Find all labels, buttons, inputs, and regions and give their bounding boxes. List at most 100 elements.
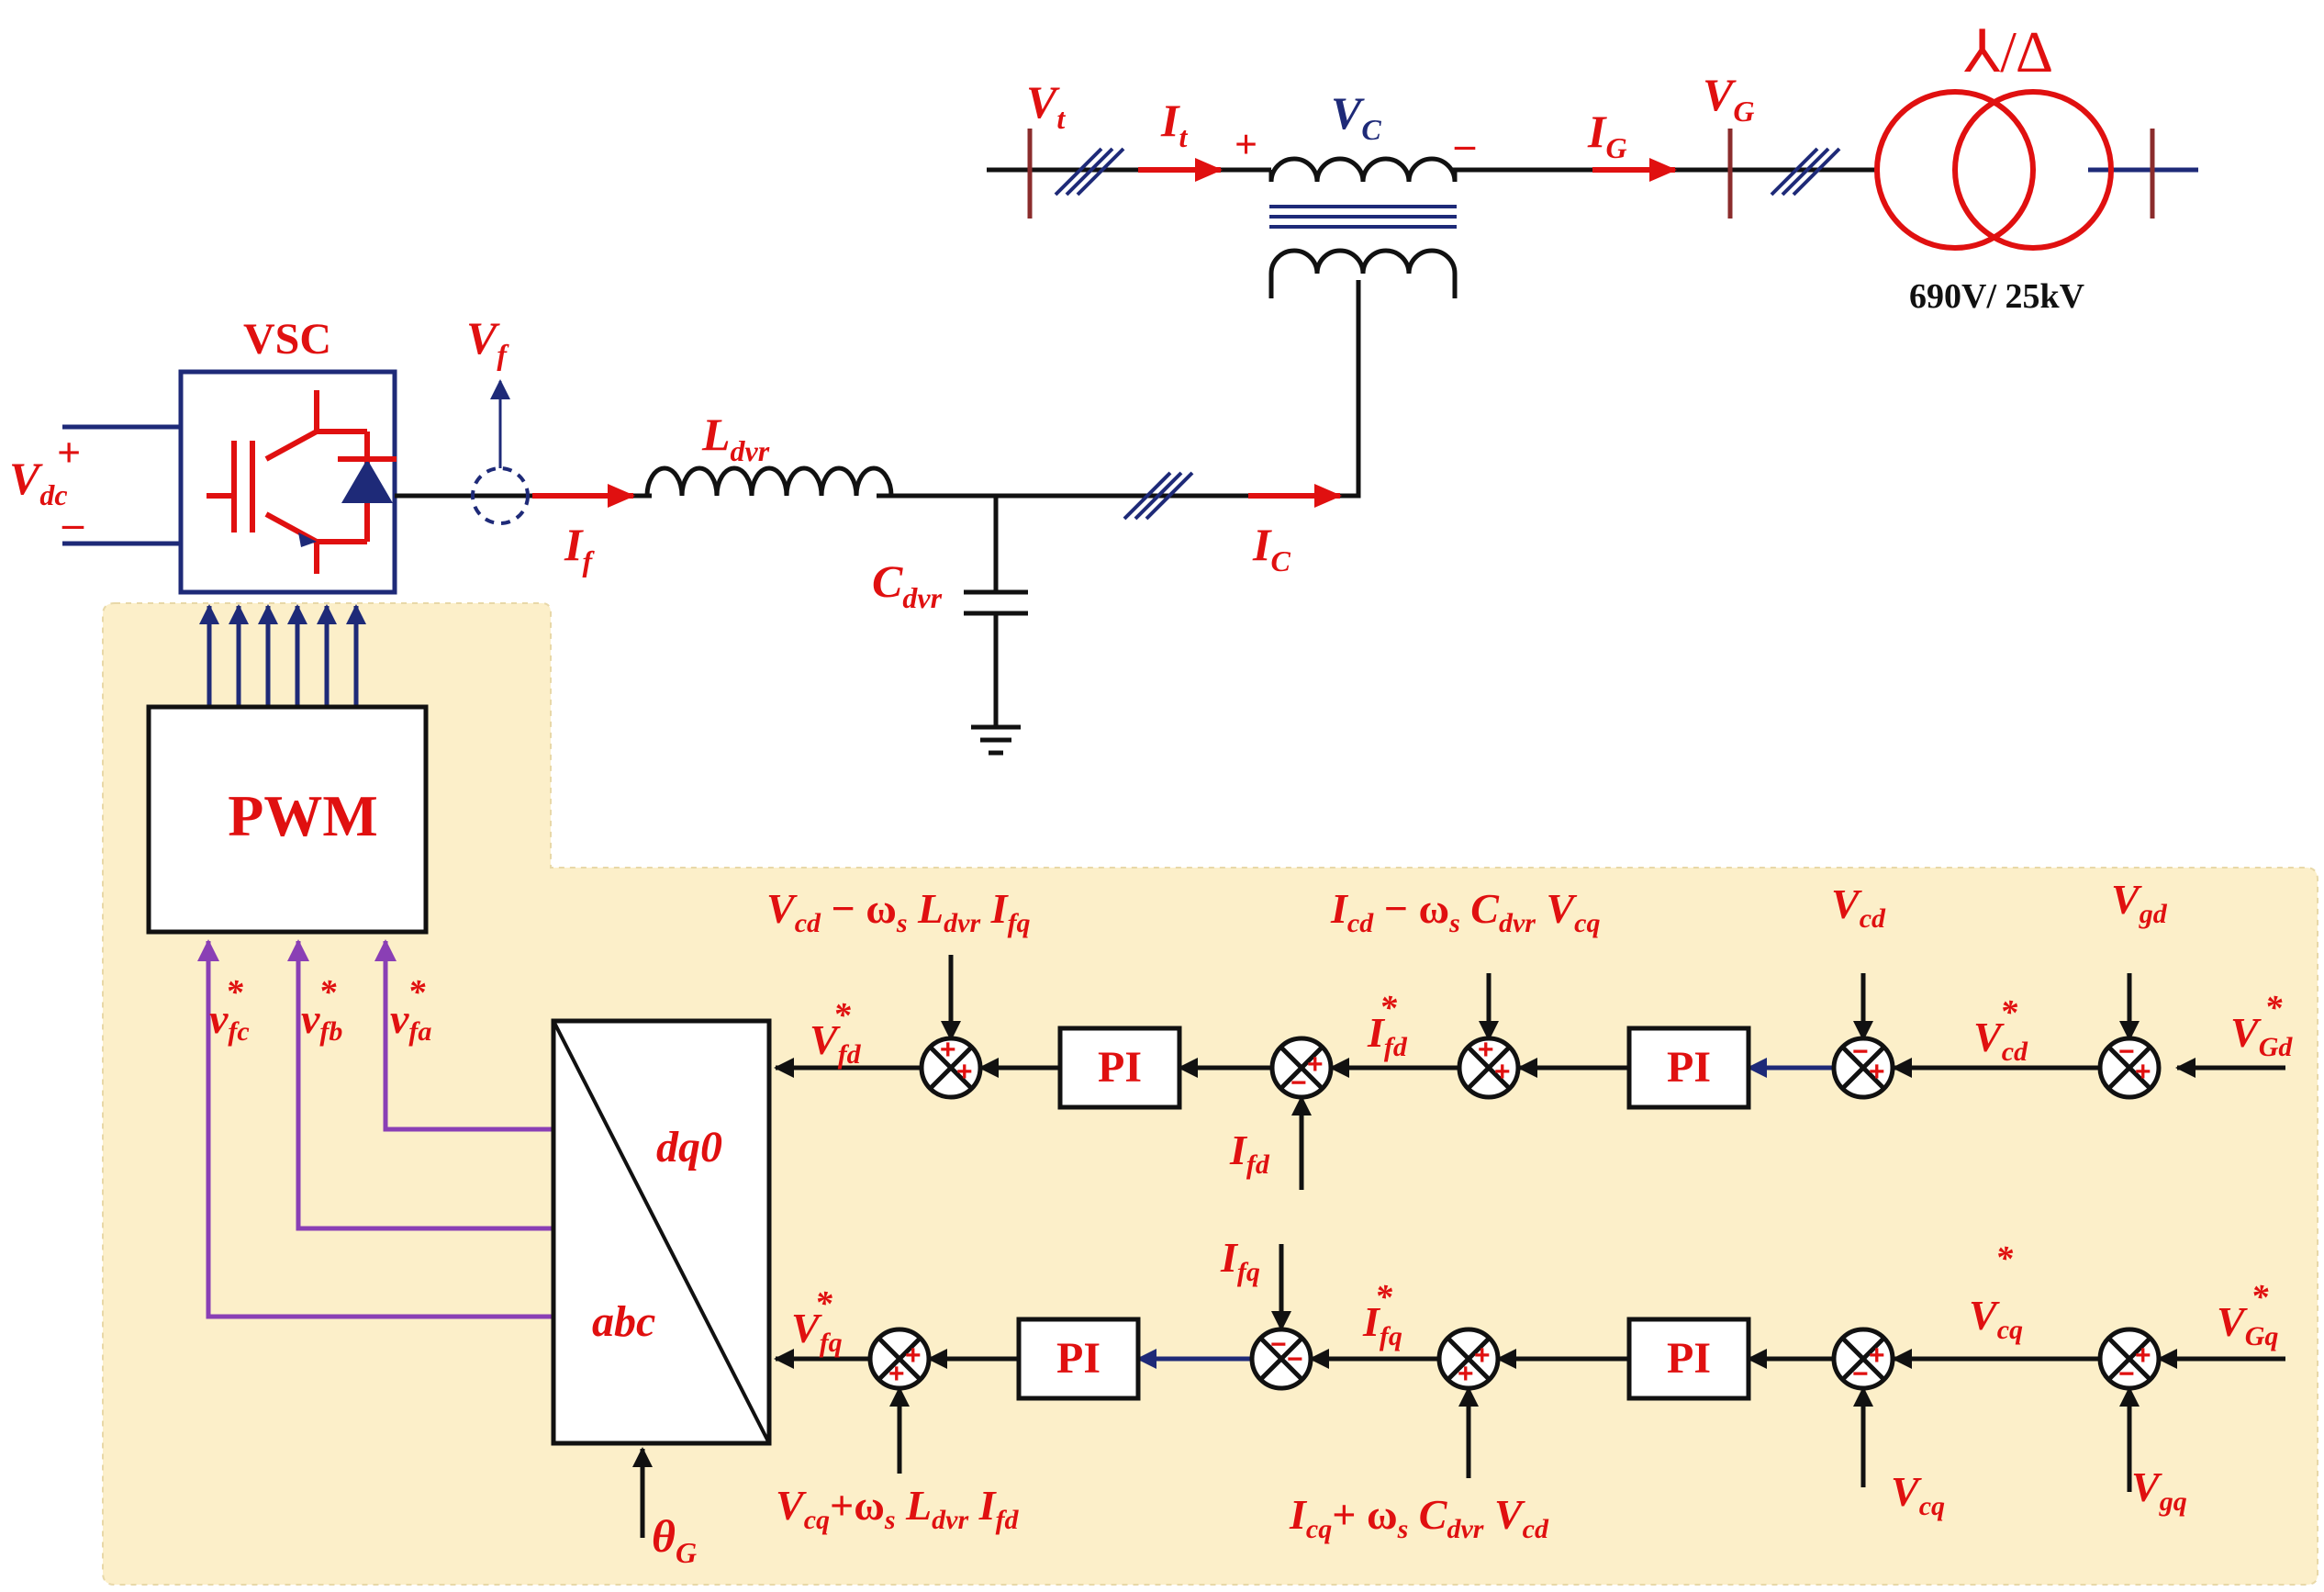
- vfa-line: [374, 939, 553, 1132]
- svg-text:+: +: [1869, 1340, 1885, 1371]
- three-phase-mark-2: [1770, 147, 1841, 196]
- series-transformer: [1268, 156, 1459, 298]
- svg-text:+: +: [956, 1057, 973, 1087]
- vfc-line: [197, 939, 553, 1319]
- vcq-ref-label: Vcq*: [1969, 1239, 2023, 1345]
- sum-d-ifd: +−: [1269, 1036, 1334, 1100]
- pwm-block: [146, 704, 429, 935]
- pwm-label: PWM: [228, 783, 378, 848]
- three-phase-mark-1: [1054, 147, 1125, 196]
- ifq-fb-label: Ifq: [1220, 1234, 1260, 1287]
- vdc-label: Vdc: [9, 453, 68, 511]
- vgd-label: Vgd: [2111, 876, 2168, 929]
- sum-q-ff-inner: ++: [1436, 1327, 1501, 1391]
- abc-label: abc: [592, 1297, 655, 1346]
- vcd-ref-label: Vcd*: [1973, 993, 2028, 1067]
- sum-d-ff-outer: ++: [919, 1035, 983, 1100]
- pi-label-q-inner: PI: [1056, 1334, 1101, 1383]
- sum-q-vcq: +−: [1831, 1327, 1895, 1391]
- ifq-ref-label: Ifq*: [1362, 1278, 1402, 1351]
- vgq-label: Vgq: [2131, 1463, 2187, 1517]
- svg-text:−: −: [1270, 1329, 1287, 1360]
- svg-text:+: +: [2135, 1340, 2151, 1371]
- sum-q-ifq: −−: [1249, 1327, 1313, 1391]
- vt-label: Vt: [1026, 76, 1066, 135]
- d-ff-inner-label: Icd − ωs Cdvr Vcq: [1330, 885, 1600, 938]
- ic-label: IC: [1252, 519, 1290, 577]
- gate-signal-arrows: [199, 604, 366, 707]
- it-label: It: [1160, 95, 1188, 153]
- summing-junctions: −+−++++−+++−+−++−−++: [867, 1035, 2162, 1391]
- d-ff-outer-label: Vcd − ωs Ldvr Ifq: [766, 885, 1031, 938]
- vdc-minus: –: [61, 499, 84, 546]
- pi-label-d-outer: PI: [1667, 1043, 1711, 1092]
- dq0-abc-diagonal: [552, 1020, 771, 1444]
- secondary-wire: [1244, 280, 1361, 499]
- pi-label-d-inner: PI: [1098, 1043, 1142, 1092]
- svg-text:+: +: [1458, 1359, 1474, 1389]
- sum-d-vgd: −+: [2097, 1036, 2162, 1100]
- svg-text:+: +: [1478, 1035, 1494, 1065]
- svg-text:−: −: [1290, 1068, 1307, 1098]
- vsc-label: VSC: [243, 315, 331, 364]
- pi-block-q-inner: [1016, 1317, 1141, 1401]
- transformer-rating: 690V/ 25kV: [1909, 277, 2085, 316]
- vf-label: Vf: [466, 312, 509, 371]
- sum-d-vcd: −+: [1831, 1036, 1895, 1100]
- if-label: If: [564, 519, 595, 577]
- d-axis-wiring: [774, 955, 2285, 1190]
- diode-icon: [341, 459, 393, 503]
- vfb-line: [287, 939, 553, 1231]
- vg-label: VG: [1703, 69, 1754, 128]
- q-ff-outer-label: Vcq+ωs Ldvr Ifd: [776, 1482, 1020, 1535]
- vgd-ref-label: VGd*: [2230, 989, 2293, 1062]
- vc-minus: –: [1454, 122, 1476, 167]
- vfa-label: vfa*: [390, 973, 431, 1047]
- pi-blocks: PI PI PI PI: [1016, 1026, 1751, 1401]
- vgq-ref-label: VGq*: [2217, 1278, 2278, 1351]
- sum-d-ff-inner: ++: [1457, 1035, 1521, 1100]
- pi-block-q-outer: [1626, 1317, 1751, 1401]
- pi-label-q-outer: PI: [1667, 1334, 1711, 1383]
- ldvr-label: Ldvr: [701, 409, 770, 467]
- vfb-label: vfb*: [301, 973, 342, 1047]
- pi-block-d-outer: [1626, 1026, 1751, 1110]
- vdc-plus: +: [57, 429, 81, 476]
- svg-text:+: +: [888, 1359, 905, 1389]
- vcq-fb-label: Vcq: [1891, 1468, 1945, 1521]
- svg-text:−: −: [2118, 1359, 2135, 1389]
- svg-text:−: −: [2118, 1037, 2135, 1067]
- vc-plus: +: [1235, 122, 1257, 167]
- sum-q-ff-outer: ++: [867, 1327, 932, 1391]
- svg-text:+: +: [1869, 1057, 1885, 1087]
- vfd-ref-label: Vfd*: [810, 996, 862, 1070]
- control-background: [102, 602, 2318, 1586]
- transformer-symbol: ⅄/∆: [1964, 19, 2052, 84]
- svg-text:+: +: [940, 1035, 956, 1065]
- svg-text:+: +: [1474, 1340, 1491, 1371]
- vfq-ref-label: Vfq*: [791, 1284, 843, 1358]
- q-ff-inner-label: Icq+ ωs Cdvr Vcd: [1289, 1491, 1549, 1544]
- igbt-arrow: [298, 533, 317, 547]
- dq0-label: dq0: [656, 1123, 722, 1172]
- vcd-fb-label: Vcd: [1831, 880, 1886, 934]
- ig-label: IG: [1587, 106, 1627, 164]
- vsc-box: [178, 369, 397, 595]
- ldvr-inductor: [644, 465, 894, 499]
- theta-label: θG: [652, 1510, 697, 1569]
- sum-q-vgq: +−: [2097, 1327, 2162, 1391]
- q-axis-wiring: [774, 1244, 2285, 1492]
- ifd-fb-label: Ifd: [1229, 1127, 1270, 1180]
- grid-transformer: [1874, 89, 2114, 251]
- pi-block-d-inner: [1057, 1026, 1182, 1110]
- svg-text:+: +: [905, 1340, 922, 1371]
- vc-label: VC: [1331, 87, 1381, 146]
- ifd-ref-label: Ifd*: [1367, 989, 1408, 1062]
- svg-text:−: −: [1287, 1344, 1303, 1374]
- svg-text:−: −: [1852, 1037, 1869, 1067]
- vfc-label: vfc*: [209, 973, 250, 1047]
- svg-text:+: +: [2135, 1057, 2151, 1087]
- cdvr-capacitor: [964, 496, 1028, 725]
- voltage-sensor: [471, 466, 530, 525]
